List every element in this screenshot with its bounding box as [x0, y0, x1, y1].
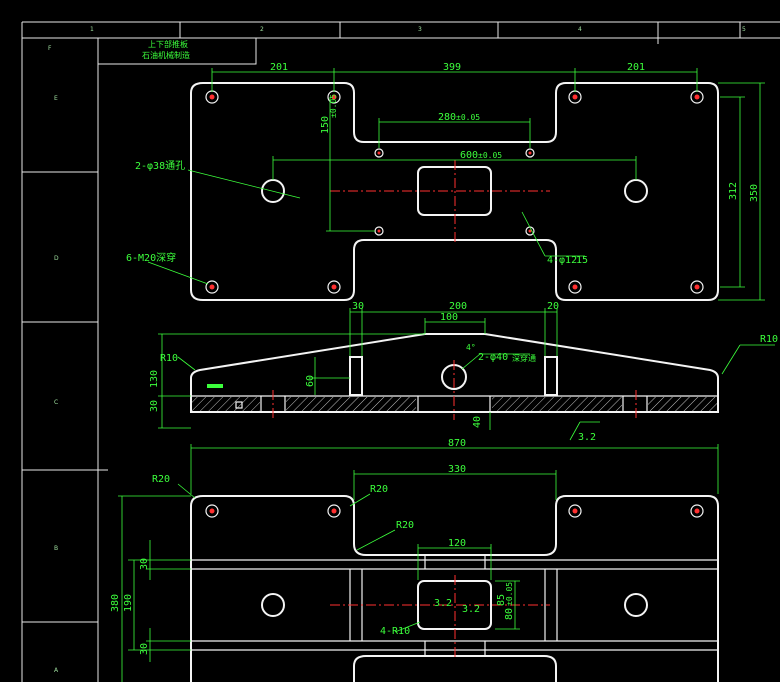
- note-r10: 4-R10: [380, 626, 410, 637]
- dim-20-right: 20: [547, 301, 559, 312]
- dim-150-tol: ±0.05: [329, 94, 338, 118]
- note-side-hole: 2-φ40: [478, 352, 508, 363]
- dim-30-a: 30: [139, 558, 150, 570]
- zone-top-3: 3: [418, 26, 422, 33]
- side-view: 30 200 20 100 R10 R10 130 30 60 40 2-φ40…: [149, 301, 778, 443]
- note-small-holes: 4-φ12: [547, 255, 577, 266]
- dim-30-left: 30: [352, 301, 364, 312]
- dim-201-left: 201: [270, 62, 288, 73]
- dim-r10-left: R10: [160, 353, 178, 364]
- title-line-1: 上下部推板: [148, 39, 188, 49]
- dim-80-tol: ±0.05: [505, 582, 514, 606]
- zone-left-a: A: [54, 667, 59, 674]
- rib-left: [349, 356, 363, 396]
- bottom-plate-outline: [190, 495, 719, 682]
- dim-350: 350: [749, 184, 760, 202]
- dim-30-b: 30: [139, 643, 150, 655]
- section-1: [192, 397, 260, 411]
- bottom-hole-left: [261, 593, 285, 617]
- dim-130: 130: [149, 370, 160, 388]
- top-dimensions: [147, 68, 765, 301]
- dim-330: 330: [448, 464, 466, 475]
- dim-r20-b: R20: [370, 484, 388, 495]
- section-3: [492, 397, 622, 411]
- zone-left-b: B: [54, 545, 58, 552]
- dim-399: 399: [443, 62, 461, 73]
- dim-201-right: 201: [627, 62, 645, 73]
- dim-40: 40: [472, 416, 483, 428]
- top-plate-outline: [190, 82, 719, 301]
- zone-left-f: F: [48, 45, 52, 52]
- dim-85: 85: [496, 594, 507, 606]
- dim-100: 100: [440, 312, 458, 323]
- zone-top-1: 1: [90, 26, 94, 33]
- dim-120: 120: [448, 538, 466, 549]
- drawing-frame: 1 2 3 4 5 F E D C B A 上下部推板 石油机械制造: [21, 21, 780, 682]
- zone-left-d: D: [54, 255, 59, 262]
- bottom-dimensions: [118, 444, 719, 682]
- note-side-hole-depth: 深穿通: [512, 353, 536, 363]
- dim-60: 60: [305, 375, 316, 387]
- dim-280-tol: ±0.05: [456, 113, 480, 122]
- roughness-bottom-a: 3.2: [434, 598, 452, 609]
- bottom-hole-right: [624, 593, 648, 617]
- through-hole-right: [624, 179, 648, 203]
- dim-80: 80: [504, 608, 515, 620]
- dim-600-tol: ±0.05: [478, 151, 502, 160]
- angle-label: 4°: [466, 343, 476, 352]
- dim-r20-c: R20: [396, 520, 414, 531]
- roughness-side: 3.2: [578, 432, 596, 443]
- dim-312: 312: [728, 182, 739, 200]
- section-4: [648, 397, 717, 411]
- dim-380: 380: [110, 594, 121, 612]
- bottom-threaded-holes: [205, 504, 704, 518]
- dim-200: 200: [449, 301, 467, 312]
- section-2: [286, 397, 416, 411]
- dim-190: 190: [123, 594, 134, 612]
- bottom-view: 870 330 120 R20 R20 R20 380 190 30 30 85…: [110, 438, 719, 682]
- dim-r10-right: R10: [760, 334, 778, 345]
- title-line-2: 石油机械制造: [142, 50, 190, 60]
- side-dimensions: [158, 308, 775, 441]
- top-view: 201 399 201 280 ±0.05 600 ±0.05 150 ±0.0…: [126, 62, 765, 301]
- note-threads: 6-M20深穿: [126, 251, 176, 264]
- zone-top-4: 4: [578, 26, 582, 33]
- note-small-depth: 15: [576, 255, 588, 266]
- rib-right: [544, 356, 558, 396]
- note-through-holes: 2-φ38通孔: [135, 160, 185, 172]
- dim-30-bottom: 30: [149, 400, 160, 412]
- dim-r20-a: R20: [152, 474, 170, 485]
- dim-600: 600: [460, 150, 478, 161]
- zone-top-2: 2: [260, 26, 264, 33]
- zone-left-c: C: [54, 399, 58, 406]
- zone-top-5: 5: [742, 26, 746, 33]
- roughness-bottom-b: 3.2: [462, 604, 480, 615]
- dim-870: 870: [448, 438, 466, 449]
- zone-left-e: E: [54, 95, 58, 102]
- dim-280: 280: [438, 112, 456, 123]
- dim-150: 150: [320, 116, 331, 134]
